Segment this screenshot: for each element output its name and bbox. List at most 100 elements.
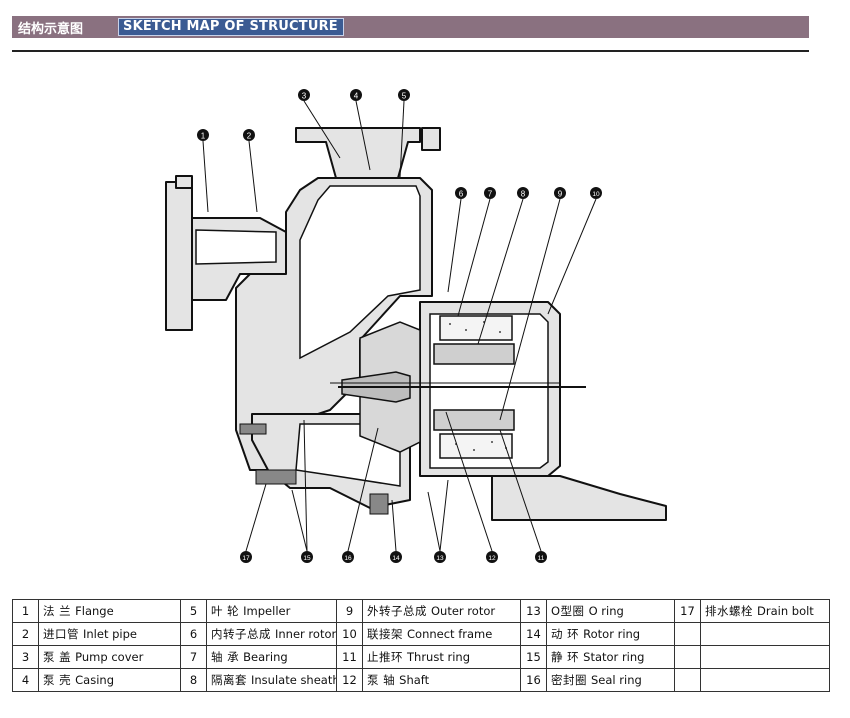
- svg-text:11: 11: [538, 555, 545, 562]
- legend-part-name-en: Flange: [75, 604, 114, 618]
- inner-rotor-top: [433, 343, 515, 365]
- legend-part-name-cn: 内转子总成: [211, 627, 271, 641]
- svg-text:16: 16: [344, 555, 352, 562]
- legend-part-number: 5: [180, 599, 207, 623]
- legend-part-number: 8: [180, 668, 207, 692]
- legend-part-name-cn: 法 兰: [43, 604, 72, 618]
- legend-part-name-en: Thrust ring: [407, 650, 470, 664]
- callout-3: 3: [298, 89, 310, 101]
- legend-part-number: 2: [12, 622, 39, 646]
- callout-6: 6: [455, 187, 467, 199]
- section-header: 结构示意图 SKETCH MAP OF STRUCTURE: [12, 16, 809, 38]
- legend-part-name-cn: 动 环: [551, 627, 580, 641]
- legend-part-name-cn: 外转子总成: [367, 604, 427, 618]
- legend-part-name-en: Stator ring: [583, 650, 645, 664]
- callout-17: 17: [240, 551, 252, 563]
- legend-part-number: 1: [12, 599, 39, 623]
- svg-text:8: 8: [521, 190, 526, 199]
- callout-5: 5: [398, 89, 410, 101]
- svg-text:13: 13: [436, 555, 444, 562]
- legend-part-name-cn: 泵 盖: [43, 650, 72, 664]
- svg-text:6: 6: [459, 190, 464, 199]
- legend-part-number: 10: [336, 622, 363, 646]
- legend-part-name-cn: 止推环: [367, 650, 403, 664]
- svg-text:1: 1: [201, 132, 206, 141]
- callout-1: 1: [197, 129, 209, 141]
- legend-part-number: 6: [180, 622, 207, 646]
- outer-rotor-top: [439, 315, 513, 341]
- legend-part-name-en: Impeller: [243, 604, 291, 618]
- legend-part-number: 15: [520, 645, 547, 669]
- legend-part-name-en: Connect frame: [407, 627, 493, 641]
- svg-text:9: 9: [558, 190, 563, 199]
- legend-part-name-en: O ring: [588, 604, 624, 618]
- inlet-flange-rim: [175, 175, 193, 189]
- svg-text:14: 14: [392, 555, 400, 562]
- callout-8: 8: [517, 187, 529, 199]
- legend-part-name: [700, 668, 830, 692]
- legend-part-name-en: Bearing: [243, 650, 288, 664]
- legend-part-name: [700, 645, 830, 669]
- header-title-box: SKETCH MAP OF STRUCTURE: [118, 18, 344, 36]
- legend-part-name-cn: 泵 壳: [43, 673, 72, 687]
- inner-rotor-bottom: [433, 409, 515, 431]
- legend-part-name-en: Casing: [75, 673, 115, 687]
- legend-part-number: 12: [336, 668, 363, 692]
- callout-4: 4: [350, 89, 362, 101]
- svg-text:7: 7: [488, 190, 493, 199]
- header-divider: [12, 50, 809, 52]
- inlet-bore: [195, 229, 277, 265]
- legend-part-name-cn: 联接架: [367, 627, 403, 641]
- legend-part-number: 11: [336, 645, 363, 669]
- legend-part-name: 内转子总成 Inner rotor: [206, 622, 337, 646]
- legend-part-name-en: Shaft: [399, 673, 430, 687]
- header-title-en: SKETCH MAP OF STRUCTURE: [123, 19, 338, 34]
- callout-12: 12: [486, 551, 498, 563]
- legend-part-name-cn: 轴 承: [211, 650, 240, 664]
- legend-part-name: 外转子总成 Outer rotor: [362, 599, 521, 623]
- legend-part-name: 排水螺栓 Drain bolt: [700, 599, 830, 623]
- legend-part-number: 3: [12, 645, 39, 669]
- callout-10: 10: [590, 187, 602, 199]
- header-title-cn: 结构示意图: [18, 22, 84, 37]
- outer-rotor-bottom: [439, 433, 513, 459]
- legend-part-number: 9: [336, 599, 363, 623]
- callout-11: 11: [535, 551, 547, 563]
- legend-part-name-en: Seal ring: [591, 673, 642, 687]
- legend-part-name-en: Outer rotor: [431, 604, 496, 618]
- svg-text:12: 12: [488, 555, 496, 562]
- legend-part-name-en: Inner rotor: [275, 627, 337, 641]
- svg-text:5: 5: [402, 92, 407, 101]
- svg-text:10: 10: [592, 191, 600, 198]
- callout-16: 16: [342, 551, 354, 563]
- callout-9: 9: [554, 187, 566, 199]
- legend-part-number: 7: [180, 645, 207, 669]
- bottom-bolt: [369, 493, 389, 515]
- legend-part-name-cn: 泵 轴: [367, 673, 396, 687]
- legend-part-name-en: Insulate sheath: [251, 673, 337, 687]
- callout-15: 15: [301, 551, 313, 563]
- legend-part-name-en: Drain bolt: [757, 604, 814, 618]
- legend-part-name-cn: 叶 轮: [211, 604, 240, 618]
- legend-part-name-cn: 进口管: [43, 627, 79, 641]
- legend-part-name-en: Pump cover: [75, 650, 144, 664]
- callout-14: 14: [390, 551, 402, 563]
- svg-text:15: 15: [303, 555, 311, 562]
- support-foot: [491, 475, 667, 521]
- legend-part-number: 13: [520, 599, 547, 623]
- svg-text:4: 4: [354, 92, 359, 101]
- legend-part-name-cn: 排水螺栓: [705, 604, 753, 618]
